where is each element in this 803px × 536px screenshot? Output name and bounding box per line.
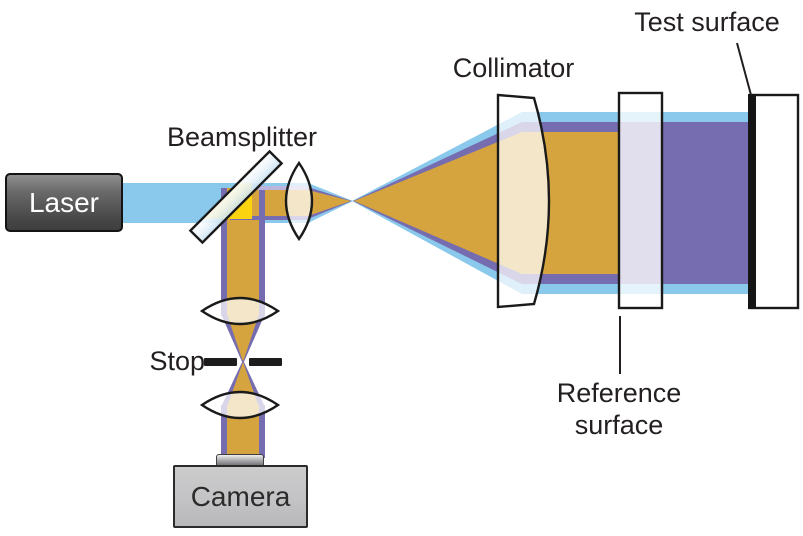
stop-aperture-right (249, 358, 282, 366)
laser-label: Laser (28, 186, 100, 218)
laser-box: Laser (5, 173, 123, 232)
diverger-lens (284, 160, 314, 242)
stop-label: Stop (149, 346, 205, 376)
reference-surface (617, 91, 664, 310)
reference-surface-label-line1: Reference (556, 378, 682, 408)
camera-label: Camera (190, 480, 291, 512)
reference-surface-label-line2: surface (574, 410, 664, 441)
relay-lens-2 (199, 390, 281, 420)
beamsplitter-plate (188, 149, 284, 245)
beam-edge-lavender (245, 186, 310, 190)
camera-box: Camera (173, 465, 308, 528)
stop-cone-upper-gold (227, 314, 259, 362)
test-surface-callout-line (736, 42, 752, 96)
beam-edge-purple (230, 216, 310, 220)
test-surface-coating (748, 94, 756, 309)
gold-cone (354, 132, 522, 274)
collimator-label: Collimator (452, 53, 575, 83)
beamsplitter-label: Beamsplitter (166, 122, 318, 152)
relay-lens-1 (199, 296, 281, 326)
gold-beam-converging (308, 190, 351, 216)
stop-aperture-left (204, 358, 237, 366)
test-surface (748, 93, 800, 310)
test-surface-label: Test surface (634, 7, 780, 37)
reference-surface-label: Reference surface (543, 377, 695, 442)
collimator-lens (496, 93, 551, 309)
